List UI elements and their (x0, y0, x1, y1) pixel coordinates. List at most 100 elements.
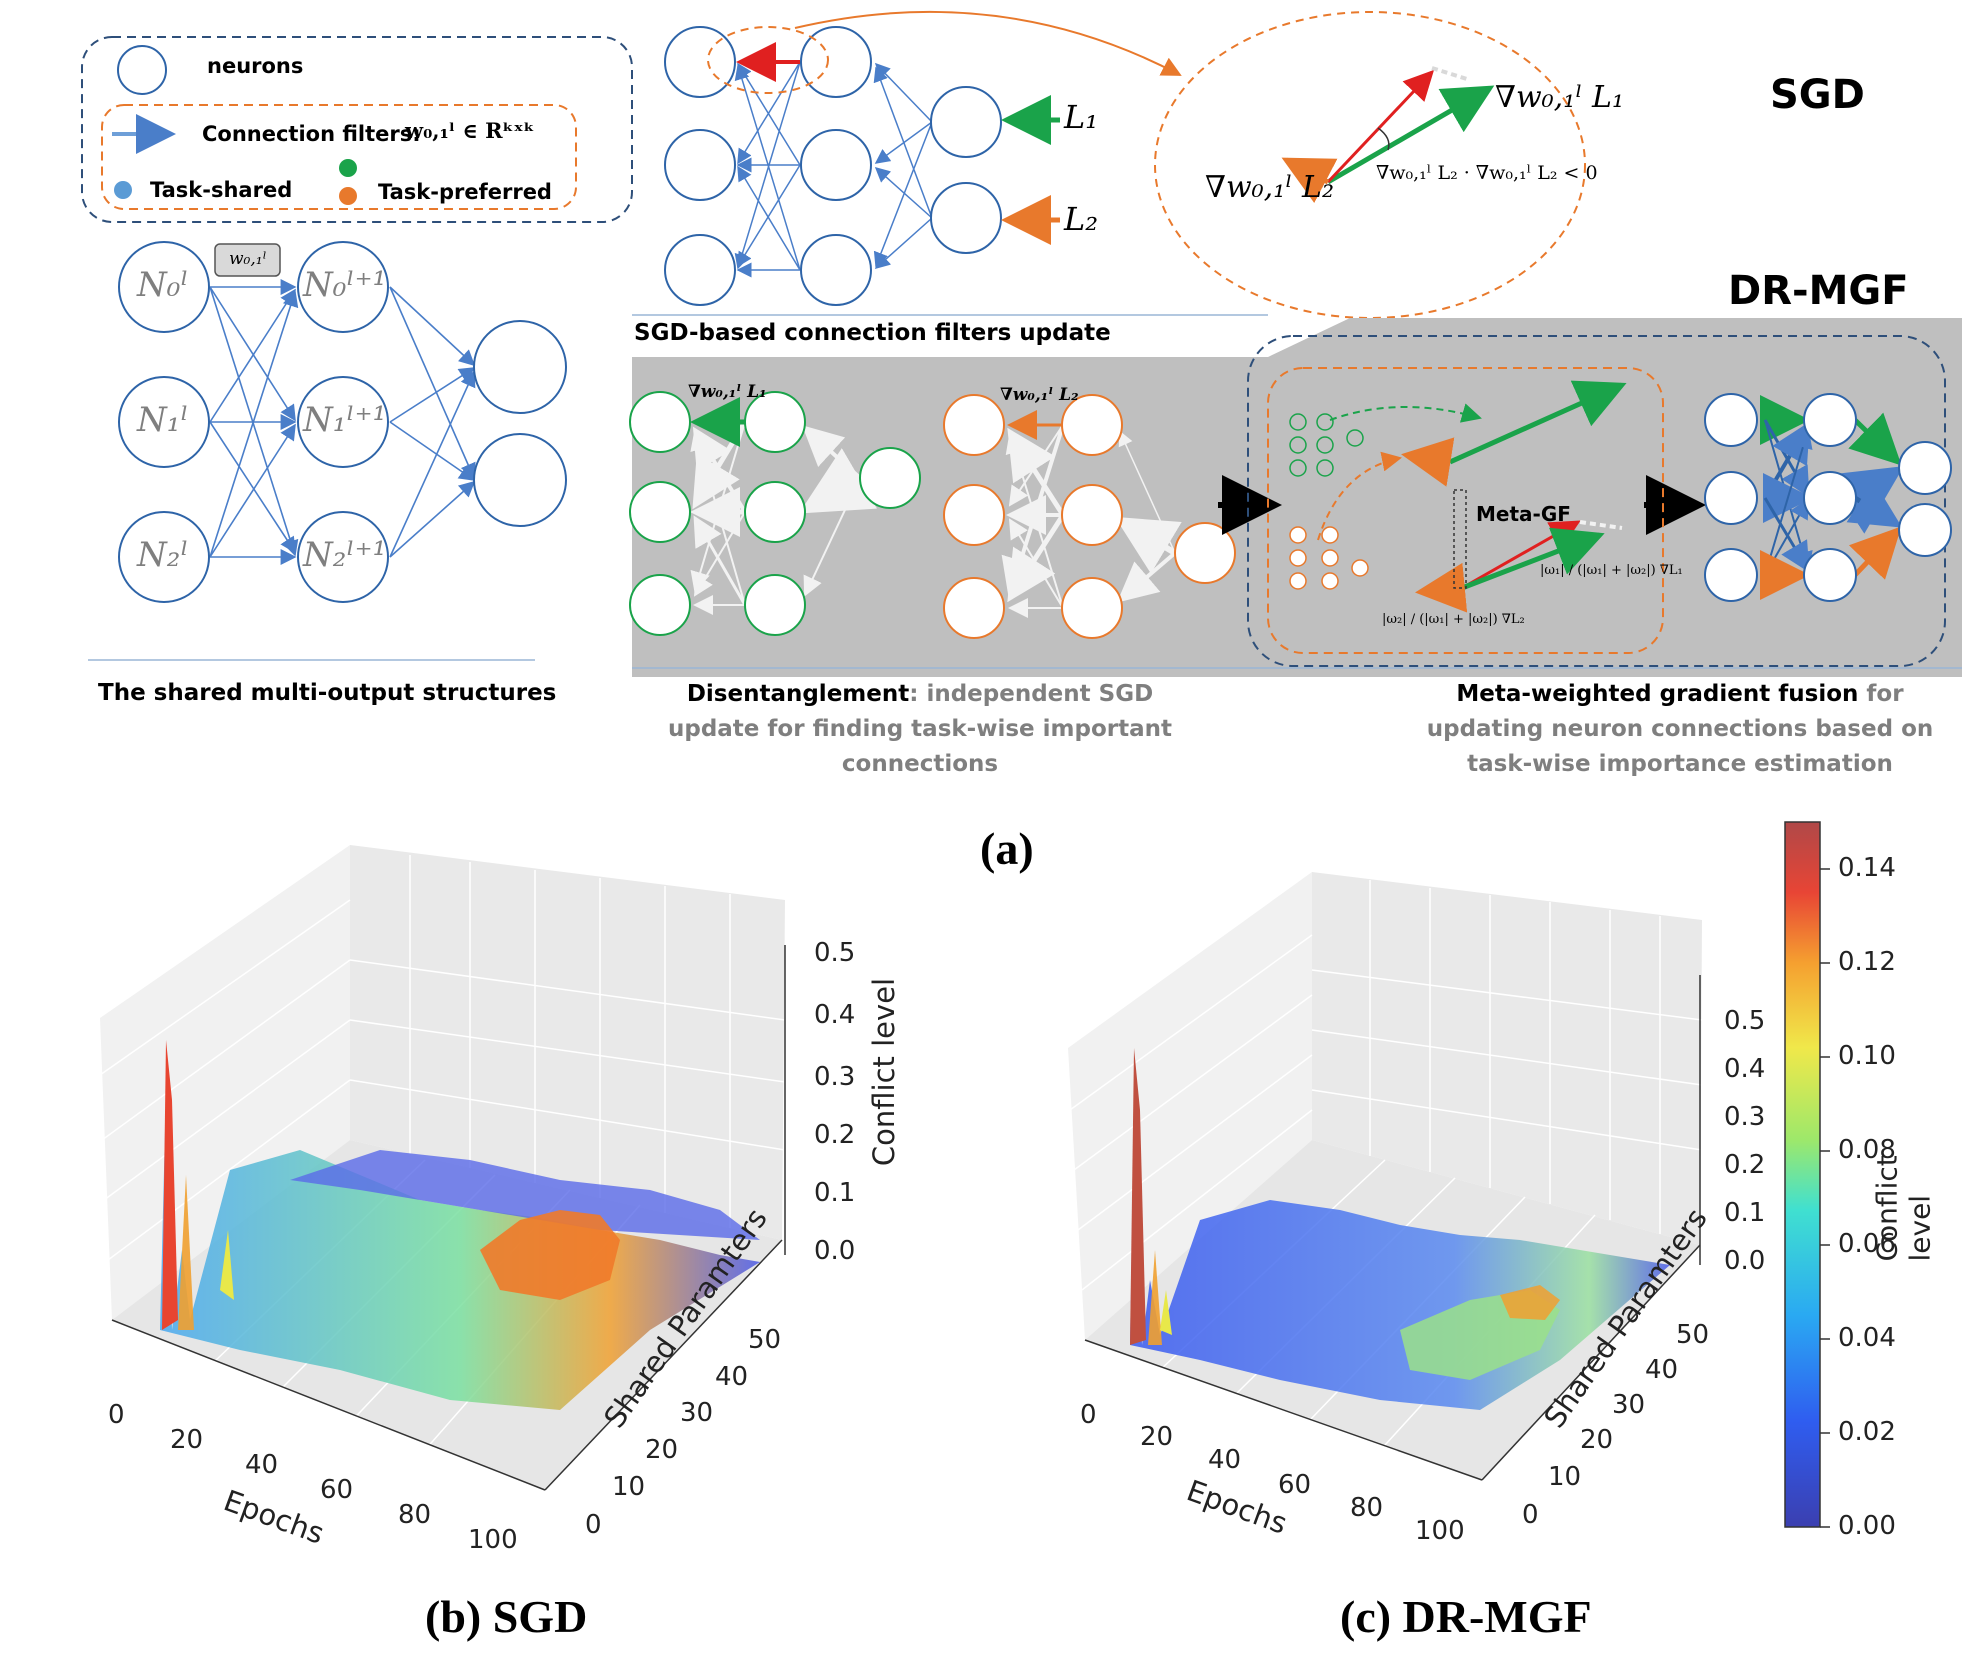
drmgf-grad2-label: ∇w₀,₁ˡ L₂ (1000, 385, 1079, 405)
legend-task-shared-label: Task-shared (150, 178, 293, 202)
fusion-rest: for (1858, 681, 1904, 707)
chart-c-xtick: 100 (1415, 1516, 1465, 1546)
chart-b-xtick: 100 (468, 1525, 518, 1555)
shared-structure-caption: The shared multi-output structures (98, 680, 557, 706)
chart-b-ztick: 0.5 (814, 938, 856, 968)
grad-dashed-arrow (1431, 66, 1471, 82)
mini-network-green (1289, 413, 1364, 477)
neuron-n0-l1-label: N₀ˡ⁺¹ (303, 265, 387, 305)
weight-tag-box (214, 243, 281, 277)
grad-l1-arrow (1326, 85, 1495, 185)
colorbar-tick: 0.10 (1838, 1041, 1896, 1071)
chart-b-back-wall (350, 845, 785, 1240)
meta-gf-label: Meta-GF (1476, 502, 1571, 526)
colorbar-label: Conflict level (1870, 1155, 1937, 1262)
fusion-caption: Meta-weighted gradient fusion for updati… (1365, 677, 1962, 782)
neuron-n2-l (118, 511, 210, 603)
chart-c-ztick: 0.3 (1724, 1102, 1766, 1132)
chart-b-ytick: 30 (680, 1398, 714, 1428)
chart-c-ytick: 30 (1612, 1390, 1646, 1420)
chart-drmgf (1068, 872, 1703, 1481)
chart-c-peak (1130, 1048, 1146, 1345)
grad-l2-arrow (1281, 157, 1338, 204)
chart-c-ytick: 50 (1676, 1320, 1710, 1350)
colorbar-tick: 0.04 (1838, 1323, 1896, 1353)
shared-structure-network (209, 279, 476, 565)
colorbar-tick: 0.14 (1838, 853, 1896, 883)
task-green-dot-icon (339, 159, 357, 177)
colorbar-tick: 0.02 (1838, 1417, 1896, 1447)
drmgf-title: DR-MGF (1728, 268, 1909, 314)
chart-c-ytick: 0 (1522, 1500, 1539, 1530)
meta-weight1-label: |ω₁| / (|ω₁| + |ω₂|) ∇L₁ (1540, 563, 1683, 578)
meta-weight2-label: |ω₂| / (|ω₁| + |ω₂|) ∇L₂ (1382, 612, 1525, 627)
neuron-n1-l1 (297, 376, 389, 468)
mini-network-orange (1289, 526, 1369, 590)
zoom-connector-arrow (794, 10, 1182, 76)
chart-c-back-wall (1312, 872, 1702, 1245)
sgd-conflict-condition: ∇w₀,₁ˡ L₂ · ∇w₀,₁ˡ L₂ < 0 (1376, 162, 1598, 184)
chart-b-left-wall (100, 845, 350, 1320)
neuron-n0-l1 (297, 241, 389, 333)
fusion-line2: updating neuron connections based on (1426, 716, 1934, 742)
colorbar-tick: 0.08 (1838, 1135, 1896, 1165)
neuron-icon (117, 45, 167, 95)
sgd-loss2-label: L₂ (1064, 200, 1099, 238)
neuron-n1-l-label: N₁ˡ (137, 400, 189, 440)
chart-c-xtick: 80 (1350, 1493, 1384, 1523)
chart-b-xtick: 0 (108, 1400, 125, 1430)
sgd-title: SGD (1770, 72, 1865, 118)
fusion-heading: Meta-weighted gradient fusion (1456, 681, 1859, 707)
legend-inner-dashed-border (101, 104, 577, 210)
legend-neurons-label: neurons (207, 54, 304, 78)
caption-b: (b) SGD (425, 1591, 588, 1642)
sgd-network-edges (734, 61, 933, 278)
fused-network-nodes (1704, 393, 1952, 602)
task2-network-nodes (943, 394, 1236, 639)
neuron-n1-l (118, 376, 210, 468)
chart-b-xtick: 20 (170, 1425, 204, 1455)
chart-b-ytick: 20 (645, 1435, 679, 1465)
chart-b-high-conflict-region (480, 1210, 620, 1300)
output-neuron-2 (473, 433, 567, 527)
neuron-n2-l1-label: N₂ˡ⁺¹ (303, 535, 387, 575)
zoom-ellipse (1154, 11, 1586, 319)
chart-b-surface (160, 1050, 760, 1410)
colorbar-tick: 0.00 (1838, 1511, 1896, 1541)
angle-mark (1377, 127, 1390, 151)
sgd-network-nodes (664, 26, 1002, 306)
chart-c-ztick: 0.4 (1724, 1054, 1766, 1084)
neuron-n2-l-label: N₂ˡ (137, 535, 189, 575)
chart-sgd (99, 845, 786, 1491)
fusion-line3: task-wise importance estimation (1467, 751, 1893, 777)
sgd-caption: SGD-based connection filters update (634, 320, 1111, 346)
task1-network-nodes (629, 391, 921, 636)
chart-b-ztick: 0.1 (814, 1178, 856, 1208)
output-neuron-1 (473, 320, 567, 414)
neuron-n1-l1-label: N₁ˡ⁺¹ (303, 400, 387, 440)
colorbar-tick: 0.06 (1838, 1229, 1896, 1259)
chart-c-ztick: 0.1 (1724, 1198, 1766, 1228)
chart-b-ztick: 0.4 (814, 1000, 856, 1030)
chart-b-ytick: 0 (585, 1510, 602, 1540)
chart-b-ztick: 0.3 (814, 1062, 856, 1092)
chart-b-ytick: 40 (715, 1362, 749, 1392)
shared-structure-nodes (118, 241, 567, 603)
sgd-grad2-label: ∇w₀,₁ˡ L₂ (1205, 170, 1334, 205)
task-preferred-dot-icon (339, 187, 357, 205)
sgd-grad1-label: ∇w₀,₁ˡ L₁ (1495, 80, 1624, 115)
drmgf-panel (629, 318, 1962, 677)
disentanglement-heading: Disentanglement (686, 681, 910, 707)
caption-c: (c) DR-MGF (1340, 1591, 1592, 1642)
chart-c-left-wall (1068, 872, 1312, 1340)
meta-gf-box (1267, 367, 1664, 654)
sgd-loss1-label: L₁ (1064, 98, 1099, 136)
drmgf-grad1-label: ∇w₀,₁ˡ L₁ (688, 382, 767, 402)
caption-a: (a) (980, 823, 1034, 874)
chart-b-ztick: 0.0 (814, 1236, 856, 1266)
chart-b-xtick: 40 (245, 1450, 279, 1480)
chart-c-xtick: 60 (1278, 1470, 1312, 1500)
chart-b-ytick: 50 (748, 1325, 782, 1355)
chart-b-peak (162, 1040, 178, 1330)
